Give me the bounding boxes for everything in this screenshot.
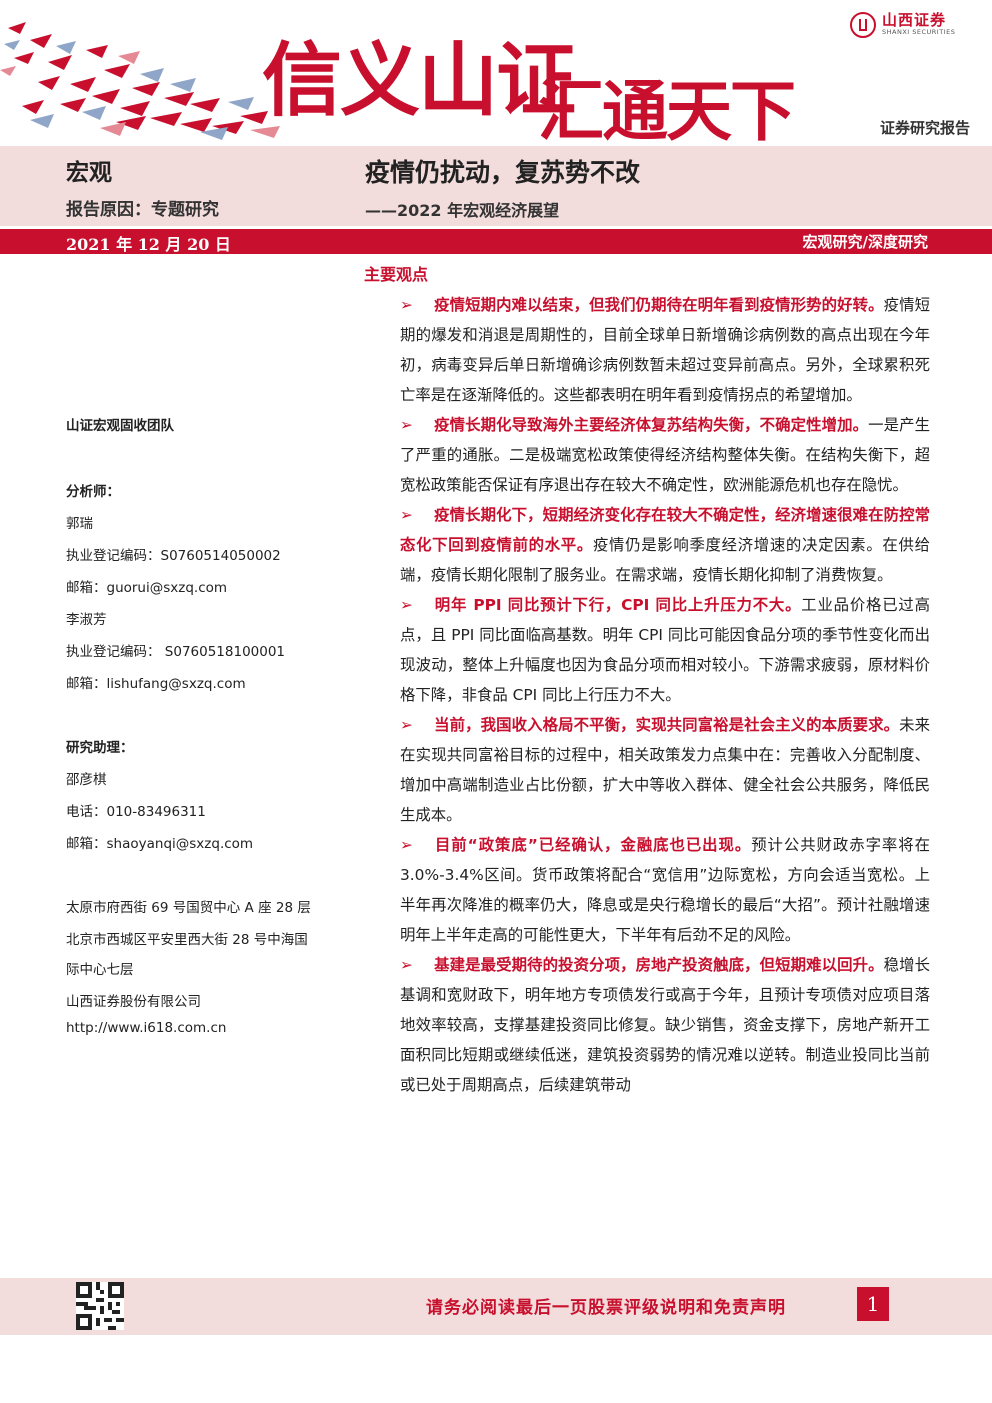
bullet-arrow-icon: ➢	[400, 836, 413, 854]
point-headline: 当前，我国收入格局不平衡，实现共同富裕是社会主义的本质要求。	[434, 716, 900, 734]
key-point-4: ➢ 明年 PPI 同比预计下行，CPI 同比上升压力不大。工业品价格已过高点，且 …	[400, 590, 930, 710]
point-body: 疫情仍是影响季度经济增速的决定因素。在供给端，疫情长期化限制了服务业。在需求端，…	[400, 536, 930, 584]
point-headline: 疫情短期内难以结束，但我们仍期待在明年看到疫情形势的好转。	[434, 296, 884, 314]
point-body: 工业品价格已过高点，且 PPI 同比面临高基数。明年 CPI 同比可能因食品分项…	[400, 596, 930, 704]
company-name: 山西证券股份有限公司	[66, 994, 201, 1010]
team-name: 山证宏观固收团队	[66, 418, 174, 434]
assistant-label: 研究助理：	[66, 740, 134, 756]
report-type: 证券研究报告	[879, 119, 970, 137]
point-headline: 疫情长期化导致海外主要经济体复苏结构失衡，不确定性增加。	[434, 416, 869, 434]
analyst2-email[interactable]: 邮箱：lishufang@sxzq.com	[66, 676, 246, 692]
key-point-7: ➢ 基建是最受期待的投资分项，房地产投资触底，但短期难以回升。稳增长基调和宽财政下…	[400, 950, 930, 1100]
qr-code-icon[interactable]	[76, 1282, 124, 1330]
key-point-1: ➢ 疫情短期内难以结束，但我们仍期待在明年看到疫情形势的好转。疫情短期的爆发和消退…	[400, 290, 930, 410]
main-content: 主要观点 ➢ 疫情短期内难以结束，但我们仍期待在明年看到疫情形势的好转。疫情短期的…	[364, 262, 930, 1100]
company-logo: 山西证券 SHANXI SECURITIES	[850, 8, 970, 40]
analyst1-email[interactable]: 邮箱：guorui@sxzq.com	[66, 580, 228, 596]
address-beijing-line2: 际中心七层	[66, 962, 134, 978]
address-beijing-line1: 北京市西城区平安里西大街 28 号中海国	[66, 932, 308, 948]
analyst2-registration: 执业登记编码： S0760518100001	[66, 644, 286, 660]
assistant-name: 邵彦棋	[66, 772, 107, 788]
analyst2-name: 李淑芳	[66, 612, 107, 628]
key-point-3: ➢疫情长期化下，短期经济变化存在较大不确定性，经济增速很难在防控常态化下回到疫情…	[400, 500, 930, 590]
company-website[interactable]: http://www.i618.com.cn	[66, 1020, 227, 1036]
report-date: 2021 年 12 月 20 日	[66, 235, 231, 254]
report-tags: 宏观研究/深度研究	[802, 233, 928, 251]
point-body: 稳增长基调和宽财政下，明年地方专项债发行或高于今年，且预计专项债对应项目落地效率…	[400, 956, 930, 1094]
logo-english-name: SHANXI SECURITIES	[882, 28, 956, 36]
report-title: 疫情仍扰动，复苏势不改	[365, 158, 641, 187]
report-reason: 报告原因：专题研究	[66, 200, 219, 220]
analyst1-name: 郭瑞	[66, 516, 93, 532]
point-body: 未来在实现共同富裕目标的过程中，相关政策发力点集中在：完善收入分配制度、增加中高…	[400, 716, 930, 824]
analyst-label: 分析师：	[66, 484, 120, 500]
arrow-swarm-graphic	[0, 22, 280, 140]
report-subtitle: ——2022 年宏观经济展望	[365, 201, 560, 220]
bullet-arrow-icon: ➢	[400, 296, 413, 314]
assistant-phone: 电话：010-83496311	[66, 804, 206, 820]
point-body: 疫情短期的爆发和消退是周期性的，目前全球单日新增确诊病例数的高点出现在今年初，病…	[400, 296, 930, 404]
disclaimer: 请务必阅读最后一页股票评级说明和免责声明	[426, 1298, 786, 1318]
point-headline: 基建是最受期待的投资分项，房地产投资触底，但短期难以回升。	[434, 956, 884, 974]
title-band	[0, 146, 992, 226]
date-bar	[0, 229, 992, 254]
point-body: 一是产生了严重的通胀。二是极端宽松政策使得经济结构整体失衡。在结构失衡下，超宽松…	[400, 416, 930, 494]
section-title: 主要观点	[364, 265, 429, 284]
address-taiyuan: 太原市府西街 69 号国贸中心 A 座 28 层	[66, 900, 311, 916]
bullet-arrow-icon: ➢	[400, 956, 413, 974]
report-category: 宏观	[66, 160, 112, 186]
bullet-arrow-icon: ➢	[400, 506, 413, 524]
point-headline: 目前“政策底”已经确认，金融底也已出现。	[434, 836, 752, 854]
key-point-6: ➢ 目前“政策底”已经确认，金融底也已出现。预计公共财政赤字率将在 3.0%-3.…	[400, 830, 930, 950]
assistant-email[interactable]: 邮箱：shaoyanqi@sxzq.com	[66, 836, 254, 852]
footer-band	[0, 1278, 992, 1335]
analyst1-registration: 执业登记编码：S0760514050002	[66, 548, 281, 564]
point-body: 预计公共财政赤字率将在 3.0%-3.4%区间。货币政策将配合“宽信用”边际宽松…	[400, 836, 930, 944]
slogan-part2: 汇通天下	[538, 73, 796, 146]
page-number: 1	[857, 1287, 889, 1321]
bullet-arrow-icon: ➢	[400, 416, 413, 434]
key-point-5: ➢ 当前，我国收入格局不平衡，实现共同富裕是社会主义的本质要求。未来在实现共同富裕…	[400, 710, 930, 830]
logo-mark-icon	[850, 12, 876, 38]
point-headline: 明年 PPI 同比预计下行，CPI 同比上升压力不大。	[434, 596, 802, 614]
logo-name: 山西证券	[882, 11, 947, 29]
slogan-part1: 信义山证	[262, 34, 576, 127]
banner: 信义山证 汇通天下 山西证券 SHANXI SECURITIES 证券研究报告	[0, 0, 992, 146]
key-point-2: ➢ 疫情长期化导致海外主要经济体复苏结构失衡，不确定性增加。一是产生了严重的通胀。…	[400, 410, 930, 500]
bullet-arrow-icon: ➢	[400, 596, 413, 614]
bullet-arrow-icon: ➢	[400, 716, 413, 734]
point-headline: 疫情长期化下，短期经济变化存在较大不确定性，经济增速很难在防控常态化下回到疫情前…	[400, 506, 930, 554]
